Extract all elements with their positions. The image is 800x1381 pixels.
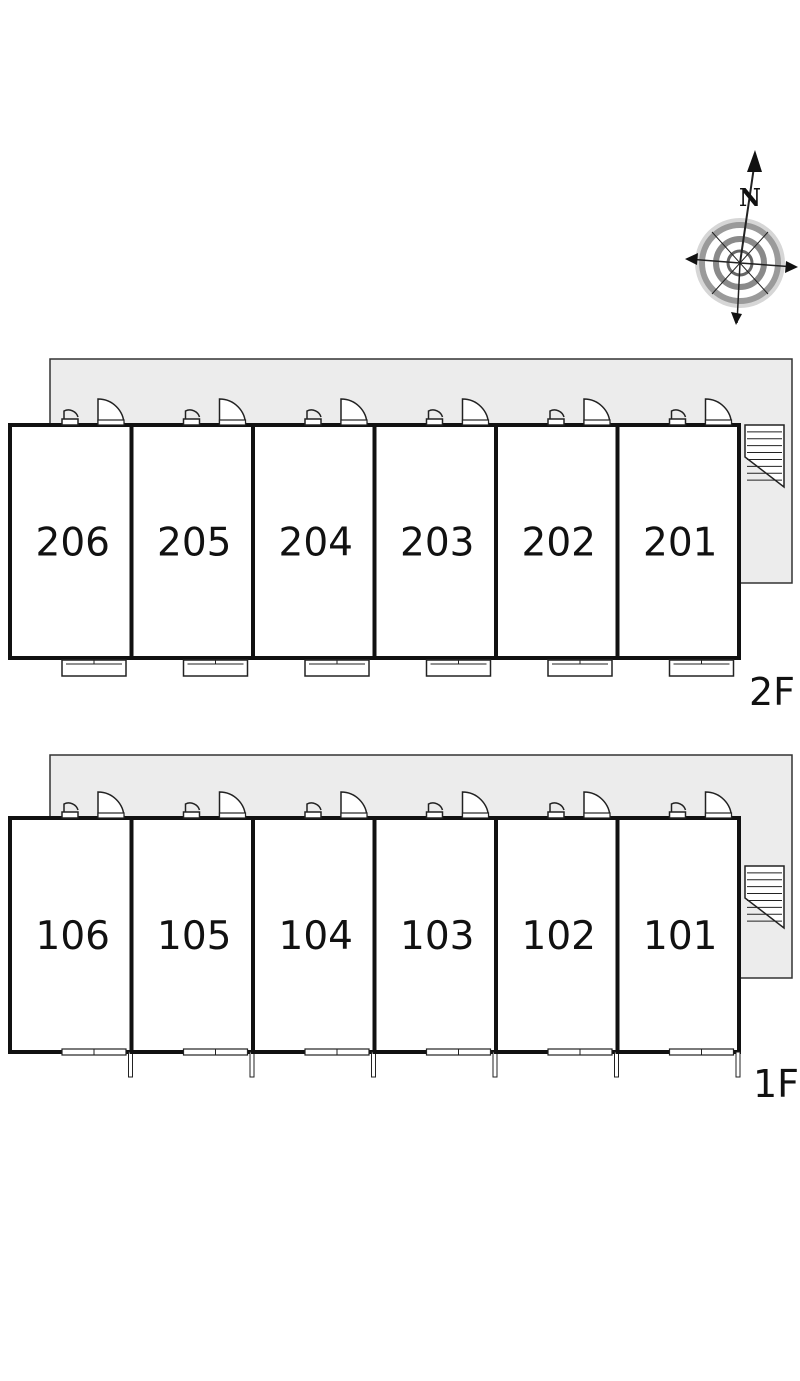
balcony	[425, 659, 492, 677]
window-icon	[304, 409, 322, 426]
door-icon	[218, 398, 247, 426]
balcony	[182, 659, 249, 677]
window-icon	[182, 409, 201, 426]
window-icon	[547, 409, 565, 426]
unit-number-label: 202	[522, 521, 596, 566]
window-icon	[304, 802, 322, 819]
unit-103: 103	[372, 791, 498, 1078]
balcony	[547, 659, 613, 677]
unit-202: 202	[494, 398, 620, 677]
unit-number-label: 105	[157, 914, 231, 959]
window-icon	[668, 802, 687, 819]
door-icon	[340, 791, 368, 819]
unit-204: 204	[251, 398, 377, 677]
window-icon	[182, 802, 201, 819]
compass-north-label: N	[739, 183, 761, 212]
unit-number-label: 201	[643, 521, 717, 566]
door-icon	[461, 791, 490, 819]
fence-post	[614, 1051, 619, 1078]
floors-layer: 206 205 204 203 202 201 2F 106 105 104 103 102 101 1F	[8, 358, 799, 1106]
door-icon	[97, 791, 125, 819]
window-icon	[61, 409, 79, 426]
unit-room	[129, 423, 255, 660]
unit-105: 105	[129, 791, 255, 1078]
unit-102: 102	[494, 791, 620, 1078]
window-icon	[61, 802, 79, 819]
door-icon	[583, 398, 611, 426]
unit-room	[372, 423, 498, 660]
door-icon	[97, 398, 125, 426]
unit-room	[615, 816, 741, 1054]
unit-205: 205	[129, 398, 255, 677]
fence-post	[128, 1051, 133, 1078]
fence-post	[249, 1051, 255, 1078]
unit-101: 101	[615, 791, 741, 1078]
compass-rose-icon: N	[685, 150, 798, 325]
door-icon	[340, 398, 368, 426]
door-icon	[704, 791, 733, 819]
unit-number-label: 204	[279, 521, 353, 566]
window-icon	[547, 802, 565, 819]
fence-post	[735, 1051, 741, 1078]
door-icon	[461, 398, 490, 426]
unit-number-label: 102	[522, 914, 596, 959]
unit-number-label: 203	[400, 521, 474, 566]
unit-room	[8, 423, 134, 660]
fence-post	[371, 1051, 376, 1078]
window-icon	[668, 409, 687, 426]
balcony	[668, 659, 735, 677]
unit-number-label: 106	[36, 914, 110, 959]
unit-104: 104	[251, 791, 377, 1078]
floor-2f: 206 205 204 203 202 201 2F	[8, 358, 795, 714]
unit-number-label: 101	[643, 914, 717, 959]
door-icon	[218, 791, 247, 819]
door-icon	[704, 398, 733, 426]
unit-number-label: 104	[279, 914, 353, 959]
door-icon	[583, 791, 611, 819]
staircase-icon	[744, 424, 785, 489]
fence-post	[492, 1051, 498, 1078]
balcony	[61, 659, 127, 677]
window-icon	[61, 1048, 127, 1056]
floor-label: 2F	[749, 670, 795, 714]
floor-label: 1F	[753, 1062, 799, 1106]
unit-206: 206	[8, 398, 134, 677]
unit-number-label: 206	[36, 521, 110, 566]
unit-room	[615, 423, 741, 660]
window-icon	[304, 1048, 370, 1056]
window-icon	[425, 1048, 492, 1056]
balcony	[304, 659, 370, 677]
unit-room	[372, 816, 498, 1054]
unit-number-label: 205	[157, 521, 231, 566]
window-icon	[547, 1048, 613, 1056]
floor-1f: 106 105 104 103 102 101 1F	[8, 754, 799, 1106]
unit-number-label: 103	[400, 914, 474, 959]
unit-106: 106	[8, 791, 134, 1078]
window-icon	[425, 802, 444, 819]
staircase-icon	[744, 865, 785, 930]
window-icon	[668, 1048, 735, 1056]
window-icon	[182, 1048, 249, 1056]
unit-201: 201	[615, 398, 741, 677]
unit-203: 203	[372, 398, 498, 677]
window-icon	[425, 409, 444, 426]
